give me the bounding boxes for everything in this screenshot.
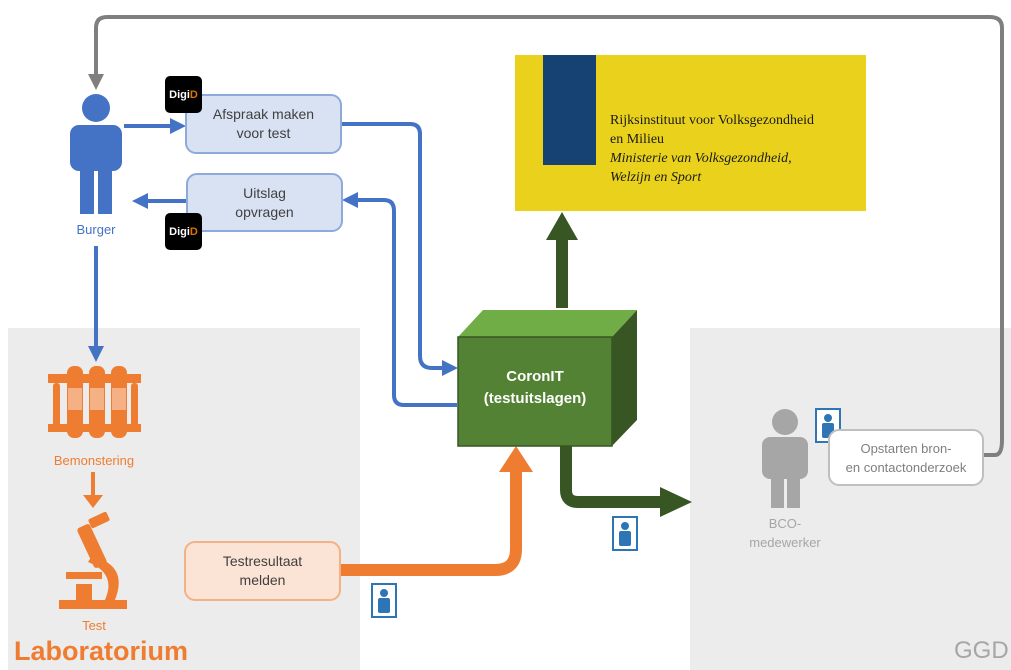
- uitslag-line1: Uitslag: [243, 184, 286, 201]
- feedback-arrow: [88, 15, 1004, 457]
- rivm-line1: Rijksinstituut voor Volksgezondheid: [610, 113, 815, 128]
- rivm-text: Rijksinstituut voor Volksgezondheid en M…: [610, 111, 814, 187]
- rivm-logo-block: Rijksinstituut voor Volksgezondheid en M…: [515, 55, 866, 211]
- bco-label: BCO- medewerker: [732, 514, 838, 552]
- bco-line1: BCO-: [768, 516, 802, 531]
- coronit-line2: (testuitslagen): [483, 390, 587, 407]
- bemonstering-label: Bemonstering: [53, 453, 135, 468]
- burger-label: Burger: [76, 222, 116, 237]
- laboratorium-zone: [8, 328, 360, 670]
- microscope-icon: [59, 511, 127, 609]
- rivm-line4: Welzijn en Sport: [610, 170, 702, 185]
- afspraak-line1: Afspraak maken: [212, 106, 315, 122]
- bco-line2: medewerker: [749, 535, 821, 550]
- afspraak-line2: voor test: [236, 125, 291, 141]
- burger-person-icon: [70, 94, 122, 214]
- rivm-line3: Ministerie van Volksgezondheid,: [610, 151, 792, 166]
- bco-person-icon: [762, 409, 808, 508]
- rivm-line2: en Milieu: [610, 132, 665, 147]
- coronit-to-bco-arrow: [560, 446, 662, 508]
- testresultaat-line1: Testresultaat: [222, 553, 303, 569]
- coronit-label: CoronIT (testuitslagen): [459, 366, 611, 410]
- testresultaat-line2: melden: [239, 572, 286, 588]
- ggd-title: GGD: [954, 637, 1009, 664]
- afspraak-box: Afspraak maken voor test: [185, 94, 342, 154]
- test-label: Test: [82, 618, 106, 633]
- opstarten-line1: Opstarten bron-: [860, 440, 952, 456]
- coronit-to-uitslag-arrow: [342, 192, 457, 407]
- uitslag-line2: opvragen: [235, 203, 294, 220]
- laboratorium-title: Laboratorium: [14, 636, 189, 666]
- test-tubes-icon: [48, 366, 141, 438]
- person-badge-icon-coronit: [612, 516, 638, 551]
- person-badge-icon-testresultaat: [371, 583, 397, 618]
- rivm-blue-band: [543, 55, 596, 165]
- testresultaat-to-coronit-arrow: [341, 470, 522, 576]
- testresultaat-box: Testresultaat melden: [184, 541, 341, 601]
- coronit-cube: [457, 310, 637, 447]
- afspraak-to-coronit-arrow: [342, 122, 458, 376]
- opstarten-box: Opstarten bron- en contactonderzoek: [828, 429, 984, 486]
- ggd-zone: [690, 328, 1011, 670]
- coronit-line1: CoronIT: [506, 368, 564, 385]
- uitslag-box: Uitslag opvragen: [186, 173, 343, 232]
- opstarten-line2: en contactonderzoek: [845, 459, 967, 475]
